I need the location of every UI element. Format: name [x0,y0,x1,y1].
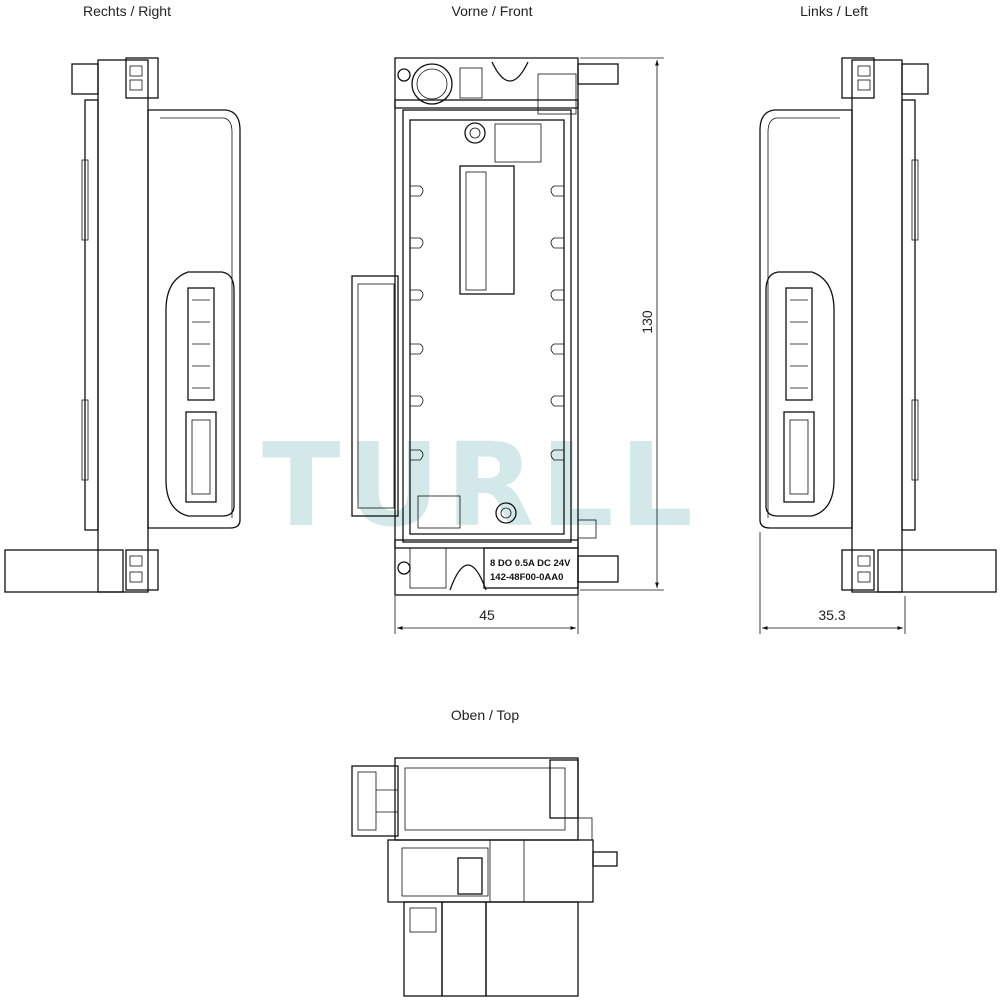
dimension-front-width-label: 45 [479,607,495,623]
right-view-drawing [4,57,241,593]
top-view-drawing [351,757,618,997]
dimension-front-width [394,596,579,634]
label-plate-line2: 142-48F00-0AA0 [490,572,563,583]
label-plate-line1: 8 DO 0.5A DC 24V [490,558,571,569]
dimension-side-width-label: 35.3 [818,607,845,623]
dimension-side-width [759,532,906,634]
view-title-right: Rechts / Right [83,3,171,19]
view-title-left: Links / Left [800,3,868,19]
left-view-drawing [759,57,997,593]
front-view-drawing [351,57,619,596]
dimension-height-label: 130 [639,310,655,334]
dimension-height [580,57,664,591]
watermark-text: TURLL [262,419,699,553]
view-title-front: Vorne / Front [452,3,533,19]
view-title-top: Oben / Top [451,707,519,723]
